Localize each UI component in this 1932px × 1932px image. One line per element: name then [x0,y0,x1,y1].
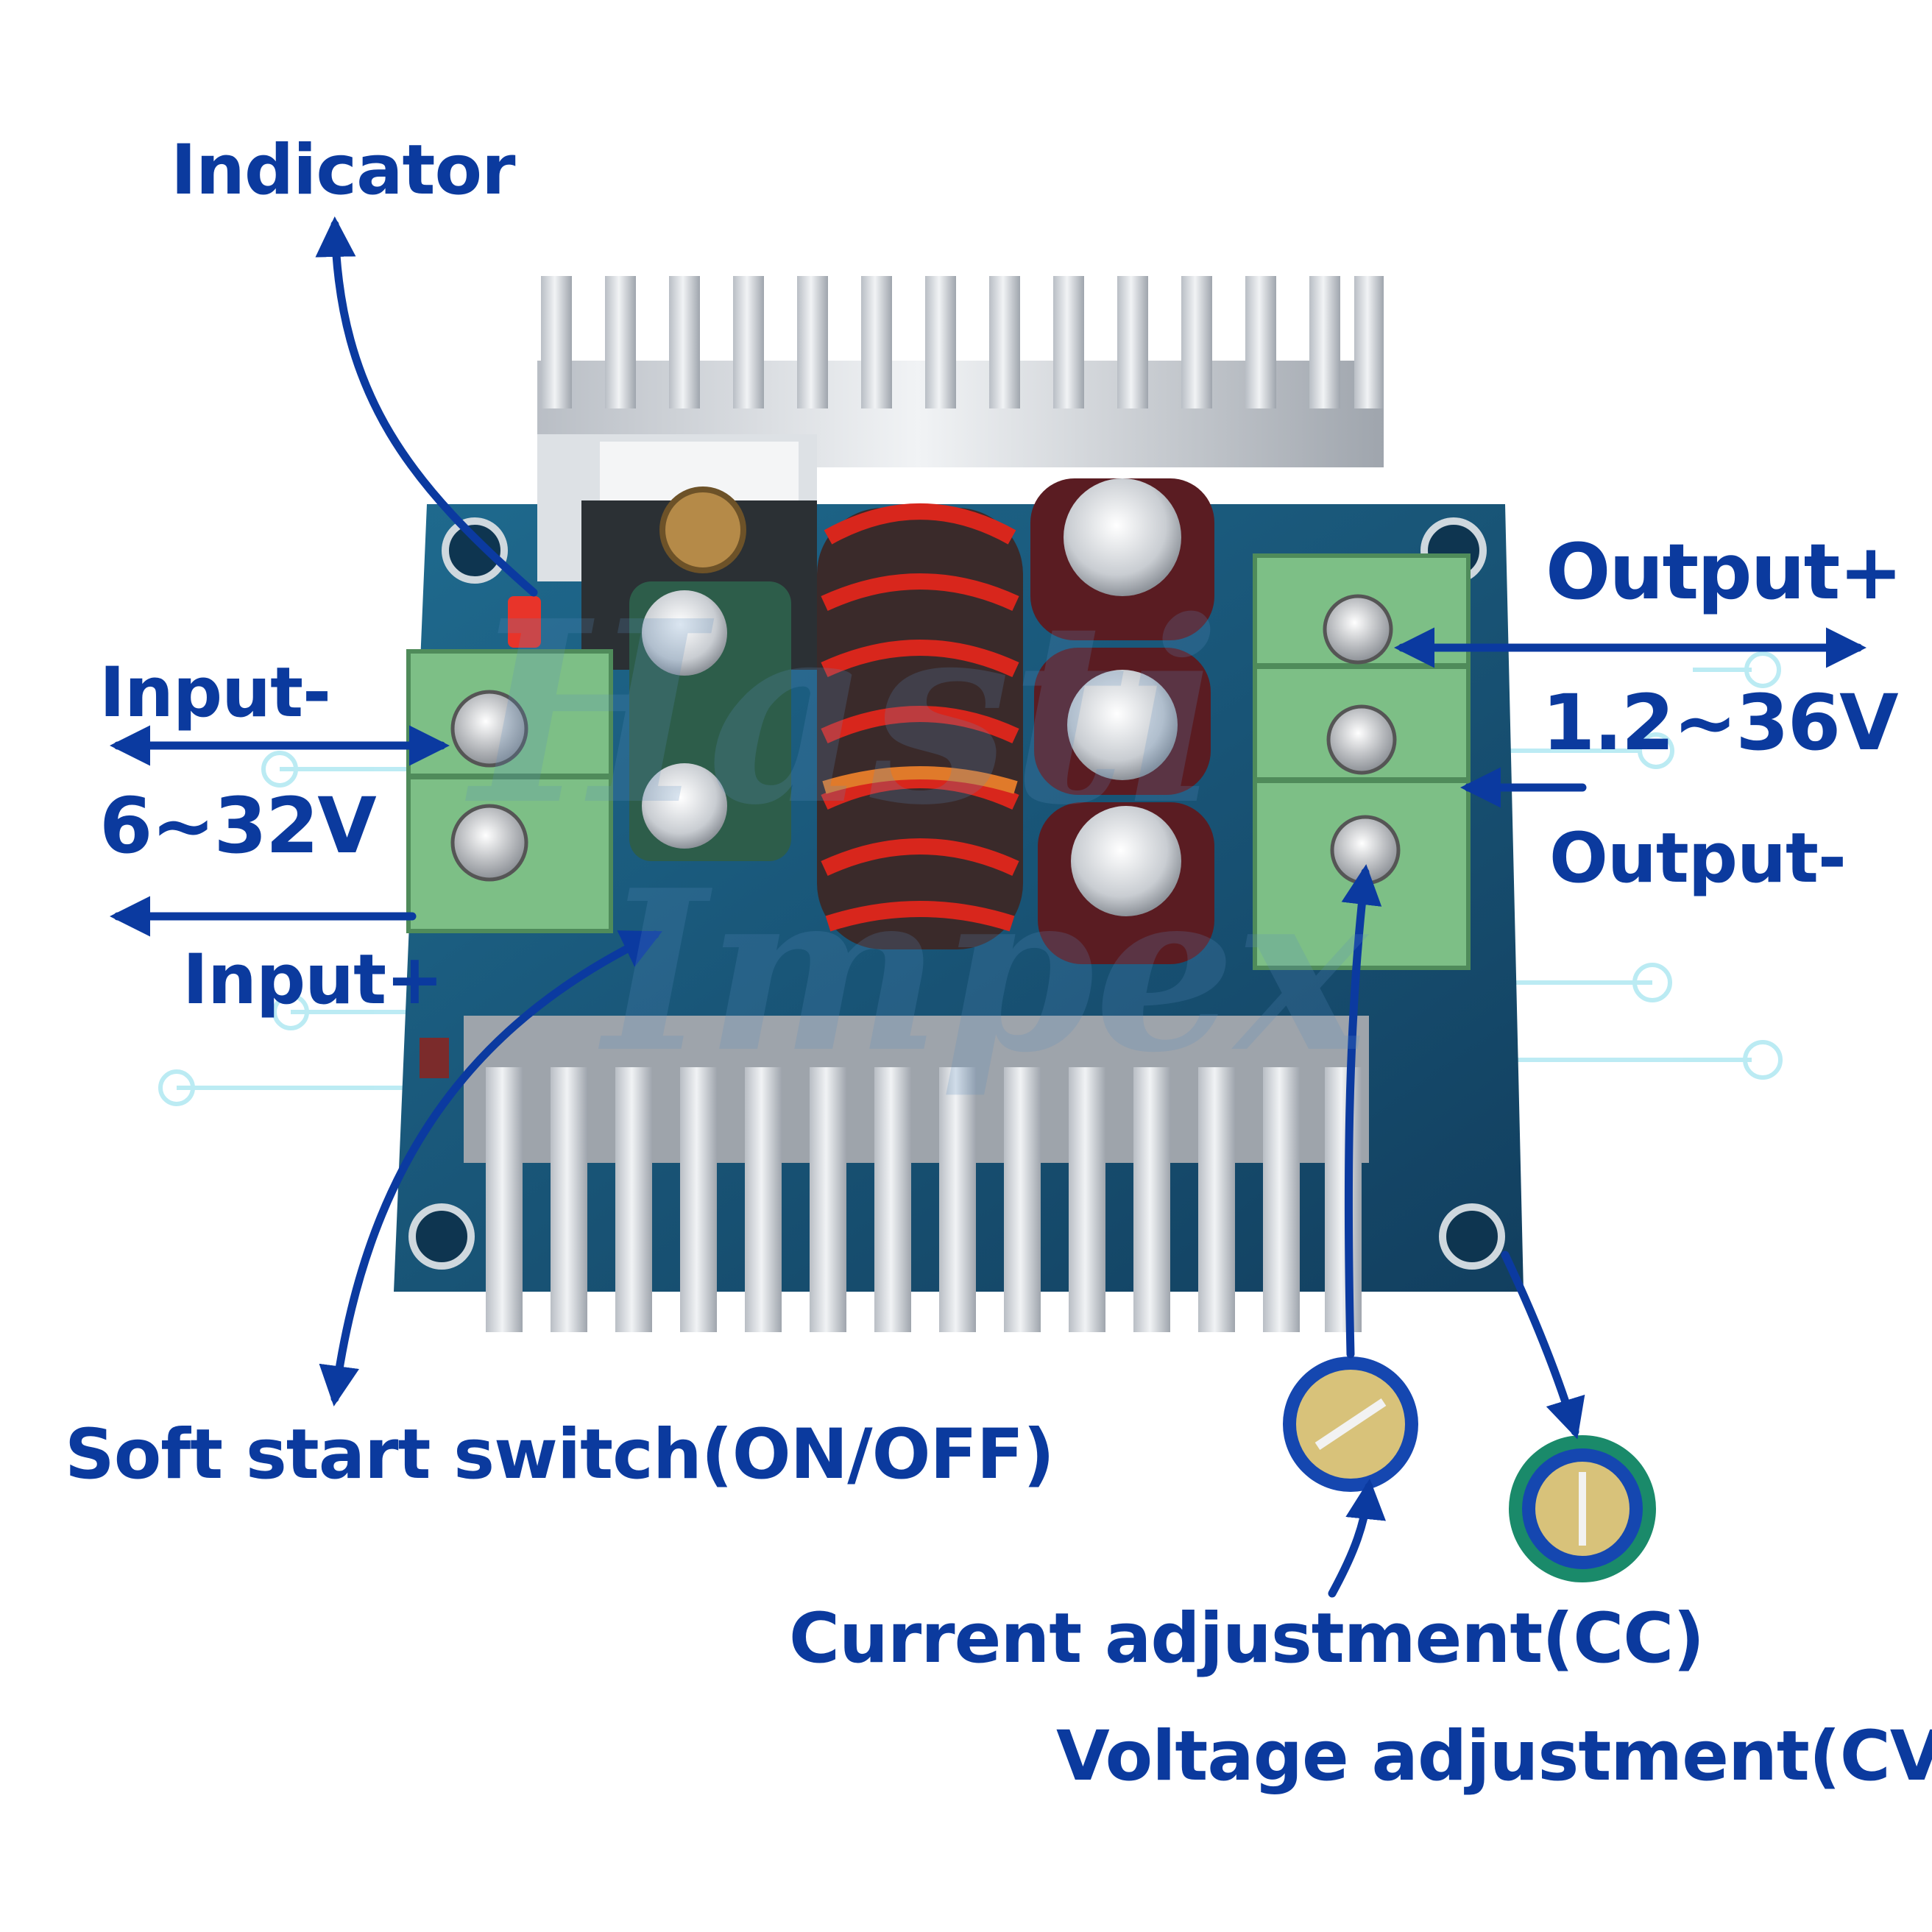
indicator-led [508,596,541,648]
watermark-line2: Impex [604,841,1367,1101]
label-input-range: 6~32V [99,781,377,871]
callout-arrows [110,216,1866,1598]
label-output-range: 1.2~36V [1542,678,1899,768]
transistor-screw [659,486,746,573]
label-input-plus: Input+ [183,940,444,1020]
input-terminal-block [406,649,613,933]
current-potentiometer [1283,1356,1418,1492]
label-input-minus: Input- [99,653,331,733]
watermark-line1: Hasti [471,567,1222,860]
label-output-plus: Output+ [1546,527,1903,617]
input-capacitors [629,581,791,861]
label-soft-start-switch: Soft start switch(ON/OFF) [65,1415,1055,1495]
label-indicator: Indicator [171,130,515,210]
label-output-minus: Output- [1549,818,1847,899]
soft-start-switch [420,1038,449,1078]
voltage-potentiometer [1509,1435,1656,1582]
label-current-adjustment: Current adjustment(CC) [789,1599,1705,1679]
label-voltage-adjustment: Voltage adjustment(CV) [1056,1716,1932,1797]
output-capacitors [1030,478,1214,964]
inductor [817,503,1023,949]
